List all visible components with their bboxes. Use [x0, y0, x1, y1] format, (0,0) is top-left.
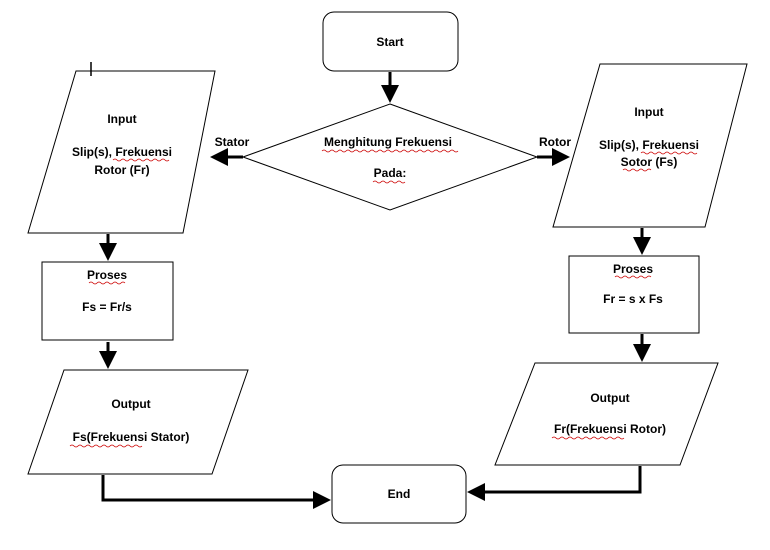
left-input-line2: Rotor (Fr) [94, 163, 149, 177]
decision-line1: Menghitung Frekuensi [324, 135, 452, 149]
right-process-title: Proses [613, 262, 653, 276]
end-label: End [388, 487, 411, 501]
right-process-formula: Fr = s x Fs [603, 292, 663, 306]
left-input-parallelogram: Input Slip(s), Frekuensi Rotor (Fr) [27, 62, 216, 234]
right-input-line2: Sotor (Fs) [621, 155, 678, 169]
left-process-formula: Fs = Fr/s [82, 300, 132, 314]
end-terminator: End [331, 464, 467, 524]
right-output-title: Output [590, 391, 629, 405]
right-output-text: Fr(Frekuensi Rotor) [554, 422, 666, 436]
start-terminator: Start [322, 11, 459, 72]
right-process-box: Proses Fr = s x Fs [568, 255, 700, 334]
stator-branch-label: Stator [215, 135, 250, 149]
right-input-parallelogram: Input Slip(s), Frekuensi Sotor (Fs) [552, 63, 748, 228]
decision-diamond: Menghitung Frekuensi Pada: [241, 103, 539, 211]
right-output-to-end-arrow [467, 466, 642, 501]
right-input-line1: Slip(s), Frekuensi [599, 138, 699, 152]
left-output-text: Fs(Frekuensi Stator) [73, 430, 190, 444]
left-process-title: Proses [87, 268, 127, 282]
left-process-box: Proses Fs = Fr/s [41, 261, 174, 341]
left-output-to-end-arrow [101, 475, 331, 509]
right-input-title: Input [634, 105, 663, 119]
right-output-parallelogram: Output Fr(Frekuensi Rotor) [494, 362, 719, 466]
left-input-title: Input [107, 112, 136, 126]
rotor-branch-label: Rotor [539, 135, 571, 149]
decision-line2: Pada: [374, 166, 407, 180]
start-label: Start [376, 35, 403, 49]
left-output-parallelogram: Output Fs(Frekuensi Stator) [27, 369, 249, 475]
left-output-title: Output [111, 397, 150, 411]
left-input-line1: Slip(s), Frekuensi [72, 145, 172, 159]
